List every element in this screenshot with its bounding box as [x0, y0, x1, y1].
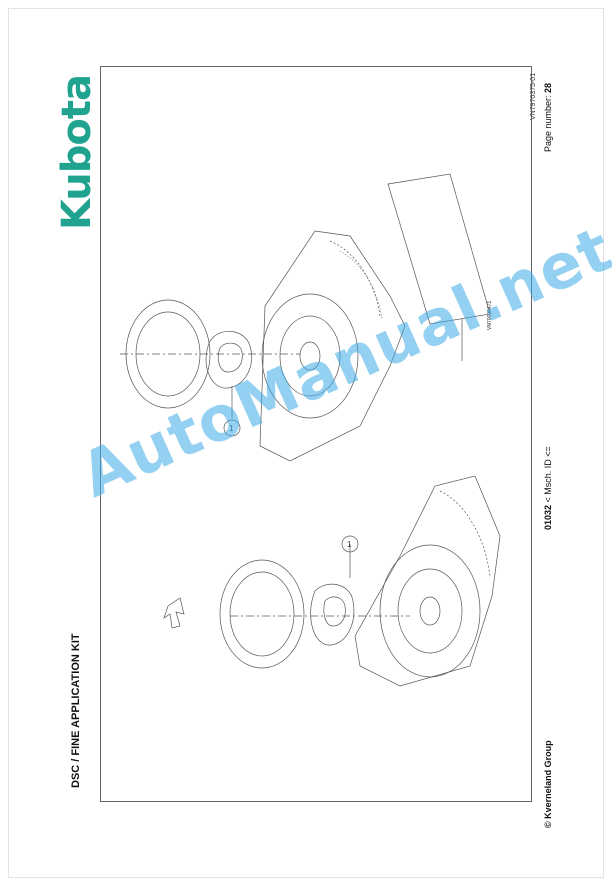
- page-title: DSC / FINE APPLICATION KIT: [70, 633, 82, 788]
- document-symbol: [387, 173, 491, 325]
- bracket-upper: [259, 230, 406, 462]
- callout-label-upper: 1: [229, 424, 234, 433]
- kit-arrow-icon: [163, 597, 185, 629]
- machine-id: 01032 < Msch. ID <=: [543, 446, 553, 530]
- copyright: © Kverneland Group: [543, 740, 553, 828]
- page-label: Page number:: [543, 92, 553, 152]
- callout-circle-lower: [341, 535, 359, 553]
- housing-lower: [379, 544, 481, 678]
- disc-lower-inner: [229, 571, 295, 657]
- housing-lower-inner: [397, 568, 463, 654]
- housing-upper: [261, 293, 359, 419]
- kubota-logo: Kubota: [54, 72, 100, 232]
- disc-lower: [219, 559, 305, 669]
- exploded-parts-drawing: 1 1: [120, 173, 501, 687]
- hub-upper: [299, 341, 321, 371]
- scale-upper: [329, 240, 381, 317]
- machine-id-text: < Msch. ID <=: [543, 446, 553, 505]
- page-number: 28: [543, 82, 553, 93]
- callout-label-lower: 1: [347, 540, 352, 549]
- insert-plate-lower-inner: [323, 596, 346, 627]
- drawing-frame: [100, 66, 532, 802]
- callout-circle-upper: [223, 419, 241, 437]
- scale-lower: [439, 490, 491, 577]
- insert-plate-upper: [205, 331, 252, 389]
- logo-text: Kubota: [54, 75, 100, 230]
- hub-lower: [419, 596, 441, 626]
- bracket-lower: [354, 475, 501, 687]
- page-number-label: Page number: 28: [543, 83, 553, 152]
- document-page: [8, 8, 604, 878]
- scale-upper-inner: [339, 250, 383, 320]
- housing-upper-inner: [279, 315, 341, 397]
- insert-plate-lower: [310, 583, 355, 646]
- machine-id-code: 01032: [543, 504, 553, 530]
- insert-plate-upper-inner: [217, 342, 243, 373]
